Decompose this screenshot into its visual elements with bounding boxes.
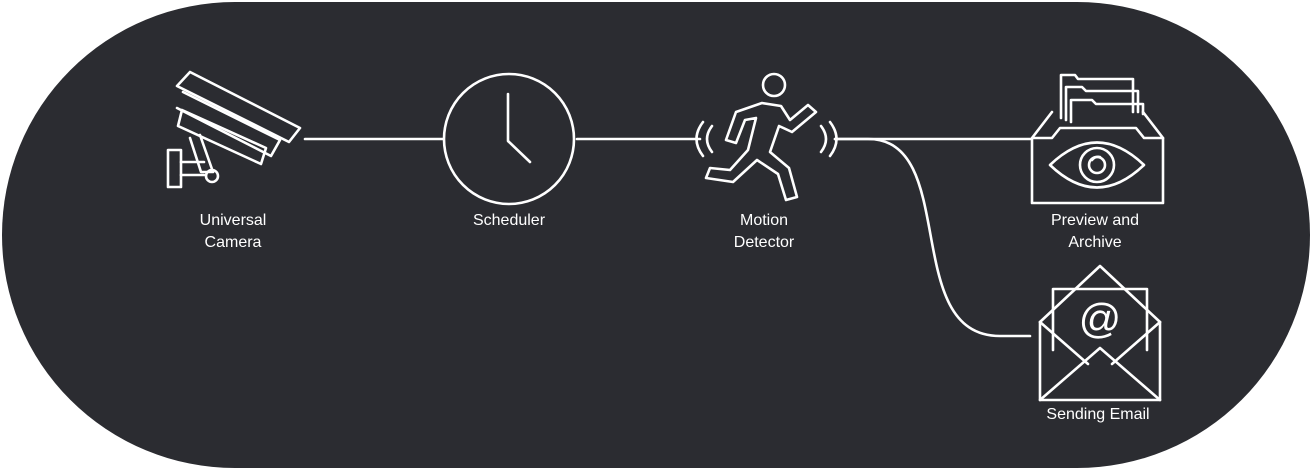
clock-icon bbox=[442, 72, 576, 206]
label-motion-detector-line2: Detector bbox=[733, 234, 795, 251]
label-preview-archive: Preview and Archive bbox=[1051, 210, 1139, 254]
label-universal-camera-line2: Camera bbox=[204, 234, 262, 251]
label-scheduler: Scheduler bbox=[473, 210, 545, 232]
label-preview-archive-line1: Preview and bbox=[1050, 212, 1140, 229]
motion-detector-icon bbox=[695, 72, 838, 202]
label-motion-detector-line1: Motion bbox=[739, 212, 789, 229]
label-motion-detector: Motion Detector bbox=[734, 210, 794, 254]
label-scheduler-line1: Scheduler bbox=[472, 212, 546, 229]
security-camera-icon bbox=[166, 70, 302, 189]
label-sending-email: Sending Email bbox=[1046, 404, 1149, 426]
label-sending-email-line1: Sending Email bbox=[1046, 406, 1150, 423]
connector-motion-email bbox=[833, 137, 1032, 338]
label-universal-camera-line1: Universal bbox=[199, 212, 267, 229]
archive-eye-icon bbox=[1030, 73, 1165, 205]
label-preview-archive-line2: Archive bbox=[1068, 234, 1122, 251]
label-universal-camera: Universal Camera bbox=[200, 210, 267, 254]
email-at-icon bbox=[1038, 264, 1162, 402]
at-sign-icon: @ bbox=[1078, 295, 1122, 342]
